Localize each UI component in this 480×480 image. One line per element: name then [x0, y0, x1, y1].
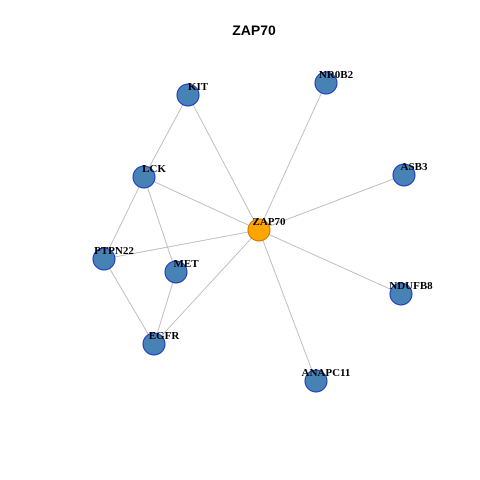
- node-ndufb8[interactable]: [389, 282, 413, 306]
- node-zap70[interactable]: [247, 218, 271, 242]
- node-label-asb3: ASB3: [401, 161, 428, 173]
- graph-title: ZAP70: [232, 22, 276, 38]
- edge-zap70-egfr: [153, 229, 260, 345]
- node-anapc11[interactable]: [304, 369, 328, 393]
- edge-zap70-nr0b2: [258, 82, 327, 231]
- node-label-zap70: ZAP70: [253, 216, 287, 228]
- node-label-ndufb8: NDUFB8: [389, 280, 433, 292]
- edge-zap70-anapc11: [258, 229, 317, 382]
- node-label-met: MET: [173, 258, 199, 270]
- edges-layer: [103, 82, 405, 382]
- edge-lck-ptpn22: [103, 176, 145, 260]
- edge-zap70-asb3: [258, 174, 405, 231]
- node-lck[interactable]: [132, 165, 156, 189]
- node-ptpn22[interactable]: [92, 247, 116, 271]
- node-met[interactable]: [164, 260, 188, 284]
- node-label-nr0b2: NR0B2: [319, 69, 354, 81]
- nodes-layer: [92, 71, 416, 393]
- edge-met-egfr: [153, 271, 177, 345]
- edge-zap70-ptpn22: [103, 229, 260, 260]
- node-kit[interactable]: [176, 83, 200, 107]
- node-label-egfr: EGFR: [149, 330, 181, 342]
- edge-lck-met: [143, 176, 177, 273]
- edge-zap70-ndufb8: [258, 229, 402, 295]
- node-egfr[interactable]: [142, 332, 166, 356]
- node-label-anapc11: ANAPC11: [302, 367, 351, 379]
- node-label-ptpn22: PTPN22: [94, 245, 134, 257]
- edge-zap70-lck: [143, 176, 260, 231]
- node-asb3[interactable]: [392, 163, 416, 187]
- edge-kit-lck: [143, 94, 189, 178]
- edge-ptpn22-egfr: [103, 258, 155, 345]
- node-label-lck: LCK: [142, 163, 166, 175]
- edge-zap70-kit: [187, 94, 260, 231]
- node-nr0b2[interactable]: [314, 71, 338, 95]
- node-label-kit: KIT: [188, 81, 209, 93]
